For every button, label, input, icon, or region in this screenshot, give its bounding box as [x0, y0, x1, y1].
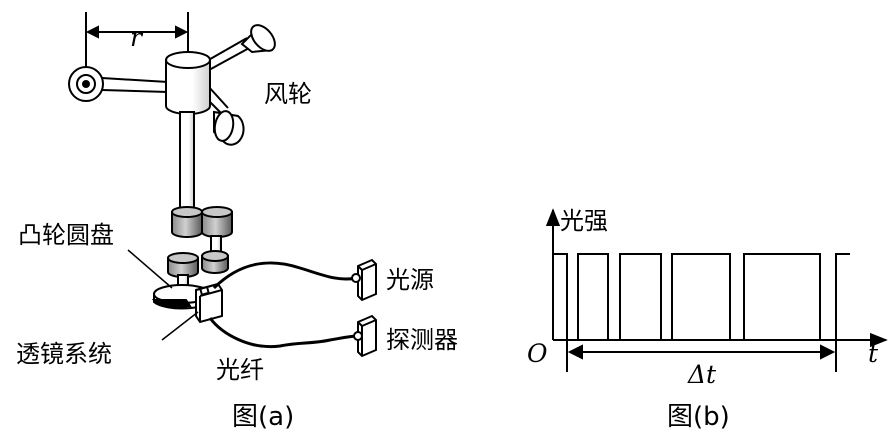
cup-arm-upper-right — [204, 24, 276, 71]
label-light-source: 光源 — [386, 266, 434, 294]
lens-system-block — [195, 282, 223, 324]
delta-t-interval — [566, 332, 837, 372]
label-fiber: 光纤 — [216, 356, 264, 384]
caption-b: 图(b) — [667, 402, 730, 432]
leader-lines — [127, 249, 199, 341]
shaft — [179, 111, 195, 211]
label-r: r — [130, 23, 144, 52]
label-light-intensity: 光强 — [560, 207, 608, 235]
label-t-axis: t — [868, 339, 879, 368]
label-delta-t: Δt — [687, 360, 717, 389]
gear-masses-upper — [171, 206, 233, 238]
figure-b — [545, 208, 888, 372]
square-wave — [553, 253, 850, 341]
cup-arm-left — [68, 66, 169, 102]
label-wind-wheel: 风轮 — [264, 80, 312, 108]
figure-a — [68, 12, 377, 358]
gear-masses-lower — [167, 250, 229, 278]
label-origin: O — [527, 339, 548, 368]
radius-dimension — [85, 12, 189, 70]
label-detector: 探测器 — [386, 326, 458, 354]
wind-wheel-hub — [165, 51, 211, 115]
light-source-device — [351, 258, 377, 302]
detector-device — [353, 314, 377, 358]
label-cam-disk: 凸轮圆盘 — [18, 221, 114, 249]
optical-fibers — [208, 261, 359, 349]
caption-a: 图(a) — [232, 402, 294, 432]
label-lens-system: 透镜系统 — [16, 340, 112, 368]
